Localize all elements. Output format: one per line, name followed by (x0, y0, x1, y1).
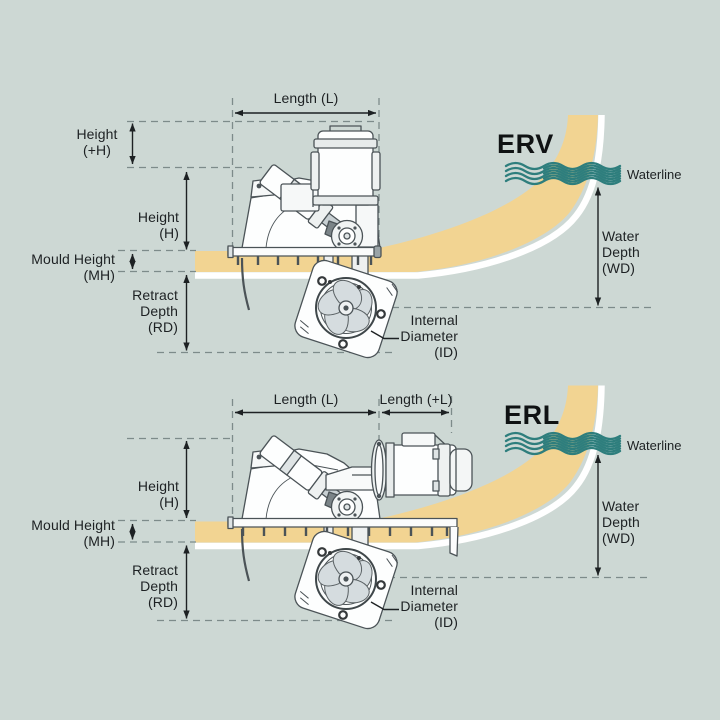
hull-section-erl (195, 385, 605, 550)
label-height-plus-h-erv: Height (+H) (76, 126, 118, 159)
label-length-l-erv: Length (L) (273, 90, 339, 106)
label-water-depth-wd-erl: Water Depth (WD) (602, 498, 640, 547)
hull-section-erv (195, 114, 605, 279)
label-height-h-erv: Height (H) (137, 209, 179, 242)
label-internal-diameter-id-erv: Internal Diameter (ID) (400, 312, 458, 361)
diagram-title-erl: ERL (504, 400, 560, 430)
waterline-symbol-erv (504, 161, 622, 186)
thruster-illustration-erl (227, 432, 473, 630)
label-waterline-erv: Waterline (627, 167, 682, 182)
diagram-title-erv: ERV (497, 129, 554, 159)
dimension-arrows-erl (129, 409, 602, 619)
label-water-depth-wd-erv: Water Depth (WD) (602, 228, 640, 277)
label-retract-depth-rd-erv: Retract Depth (RD) (132, 287, 178, 336)
dimension-arrows-erv (129, 109, 602, 351)
label-waterline-erl: Waterline (627, 438, 682, 453)
label-internal-diameter-id-erl: Internal Diameter (ID) (400, 582, 458, 631)
label-mould-height-mh-erl: Mould Height (MH) (31, 517, 115, 550)
label-retract-depth-rd-erl: Retract Depth (RD) (132, 562, 178, 611)
label-height-h-erl: Height (H) (137, 478, 179, 511)
waterline-symbol-erl (504, 431, 622, 456)
label-mould-height-mh-erv: Mould Height (MH) (31, 251, 115, 284)
thruster-illustration-erv (227, 125, 399, 359)
label-length-l-erl: Length (L) (273, 391, 339, 407)
guide-lines-erl (118, 396, 652, 622)
guide-lines-erv (118, 98, 652, 354)
label-length-plus-l-erl: Length (+L) (379, 391, 453, 407)
